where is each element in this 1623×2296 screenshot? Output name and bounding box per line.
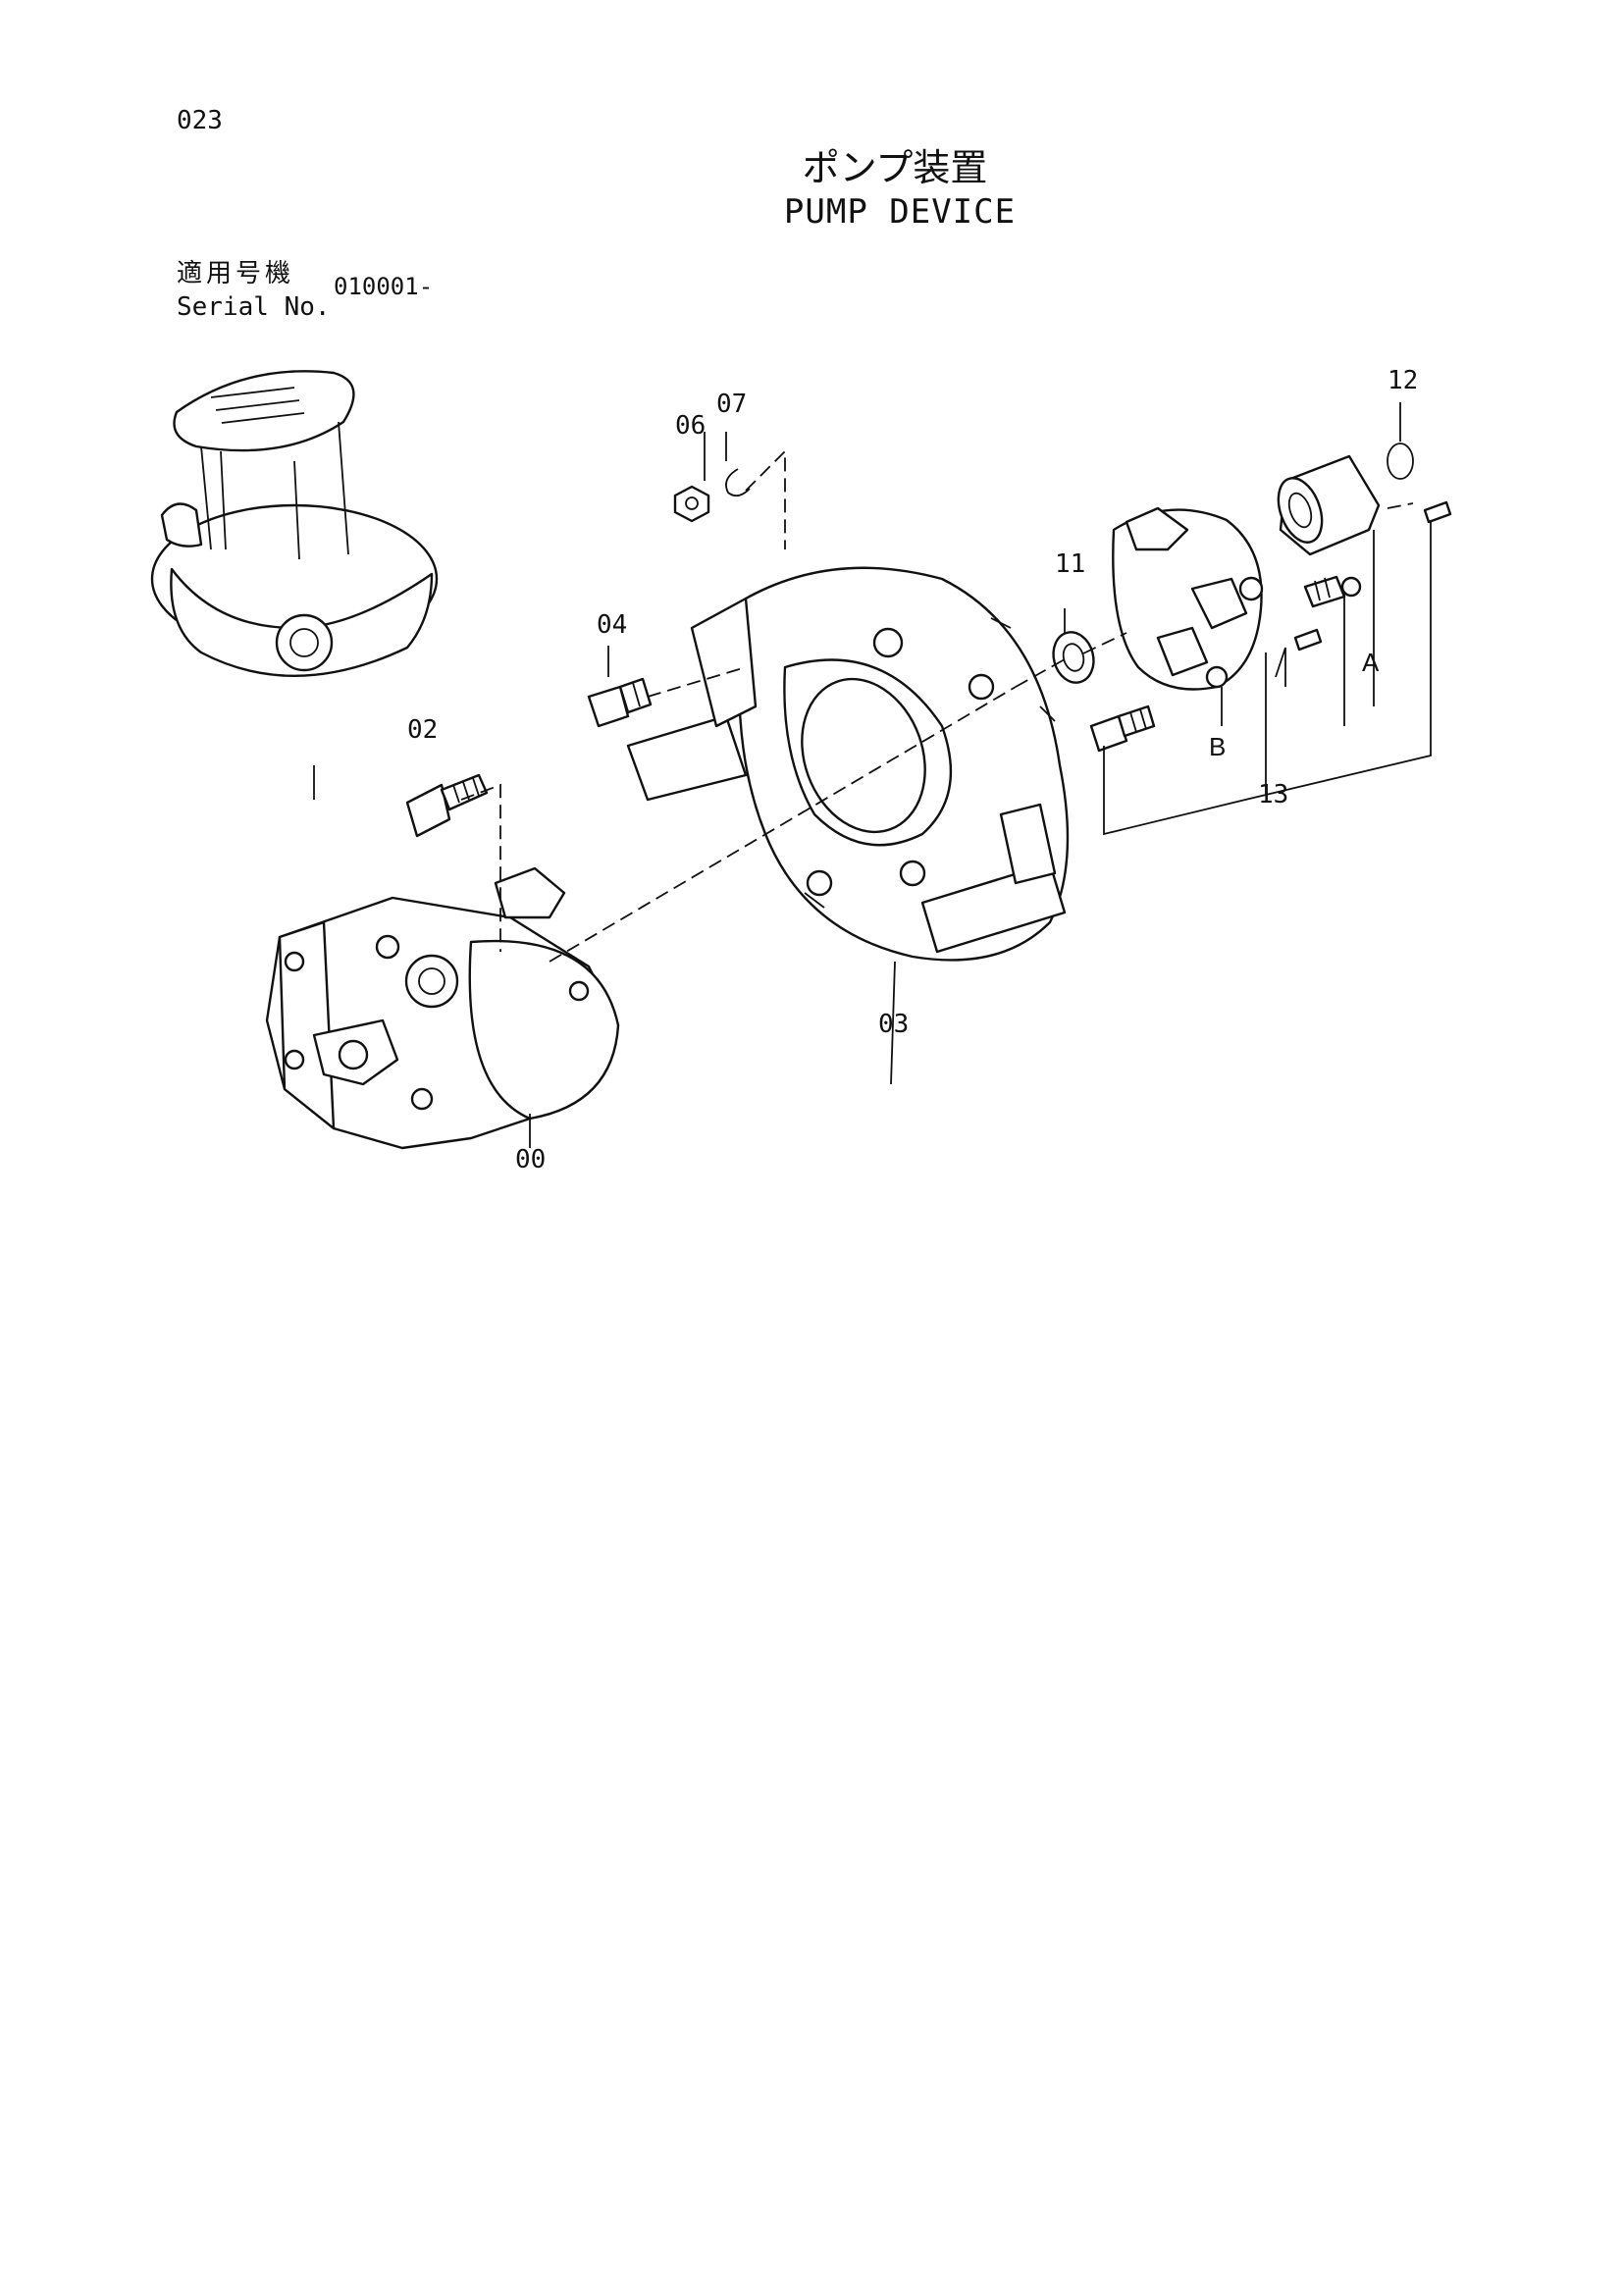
callout-02: 02 <box>407 715 438 745</box>
callout-11: 11 <box>1055 549 1085 579</box>
hydraulic-pump <box>265 866 620 1150</box>
callout-00: 00 <box>515 1145 546 1174</box>
pins-and-screws <box>1089 500 1452 753</box>
washer-07 <box>725 468 751 497</box>
serial-label-english: Serial No. <box>177 292 331 322</box>
page-title-english: PUMP DEVICE <box>783 192 1017 232</box>
bolt-02 <box>405 773 489 838</box>
flexible-coupling <box>1112 506 1264 691</box>
serial-label-japanese: 適用号機 <box>177 259 295 288</box>
oil-seal <box>1052 631 1095 684</box>
callout-03: 03 <box>878 1010 909 1039</box>
coupling-hub <box>1277 454 1381 556</box>
callout-04: 04 <box>597 610 627 640</box>
snap-ring <box>1387 443 1414 480</box>
callout-a: A <box>1362 648 1380 677</box>
callout-b: B <box>1209 732 1226 761</box>
callout-07: 07 <box>716 390 747 419</box>
guide-lines <box>313 402 1432 1148</box>
callout-06: 06 <box>675 411 706 441</box>
serial-number-value: 010001- <box>334 273 434 300</box>
page-title-japanese: ポンプ装置 <box>802 146 988 189</box>
pump-mount-housing <box>626 566 1070 962</box>
callout-12: 12 <box>1387 366 1418 395</box>
page-number: 023 <box>177 106 223 135</box>
nut-06 <box>673 485 710 523</box>
bolt-04 <box>587 677 653 728</box>
callout-13: 13 <box>1258 780 1288 809</box>
machine-locator-thumbnail <box>150 370 439 677</box>
